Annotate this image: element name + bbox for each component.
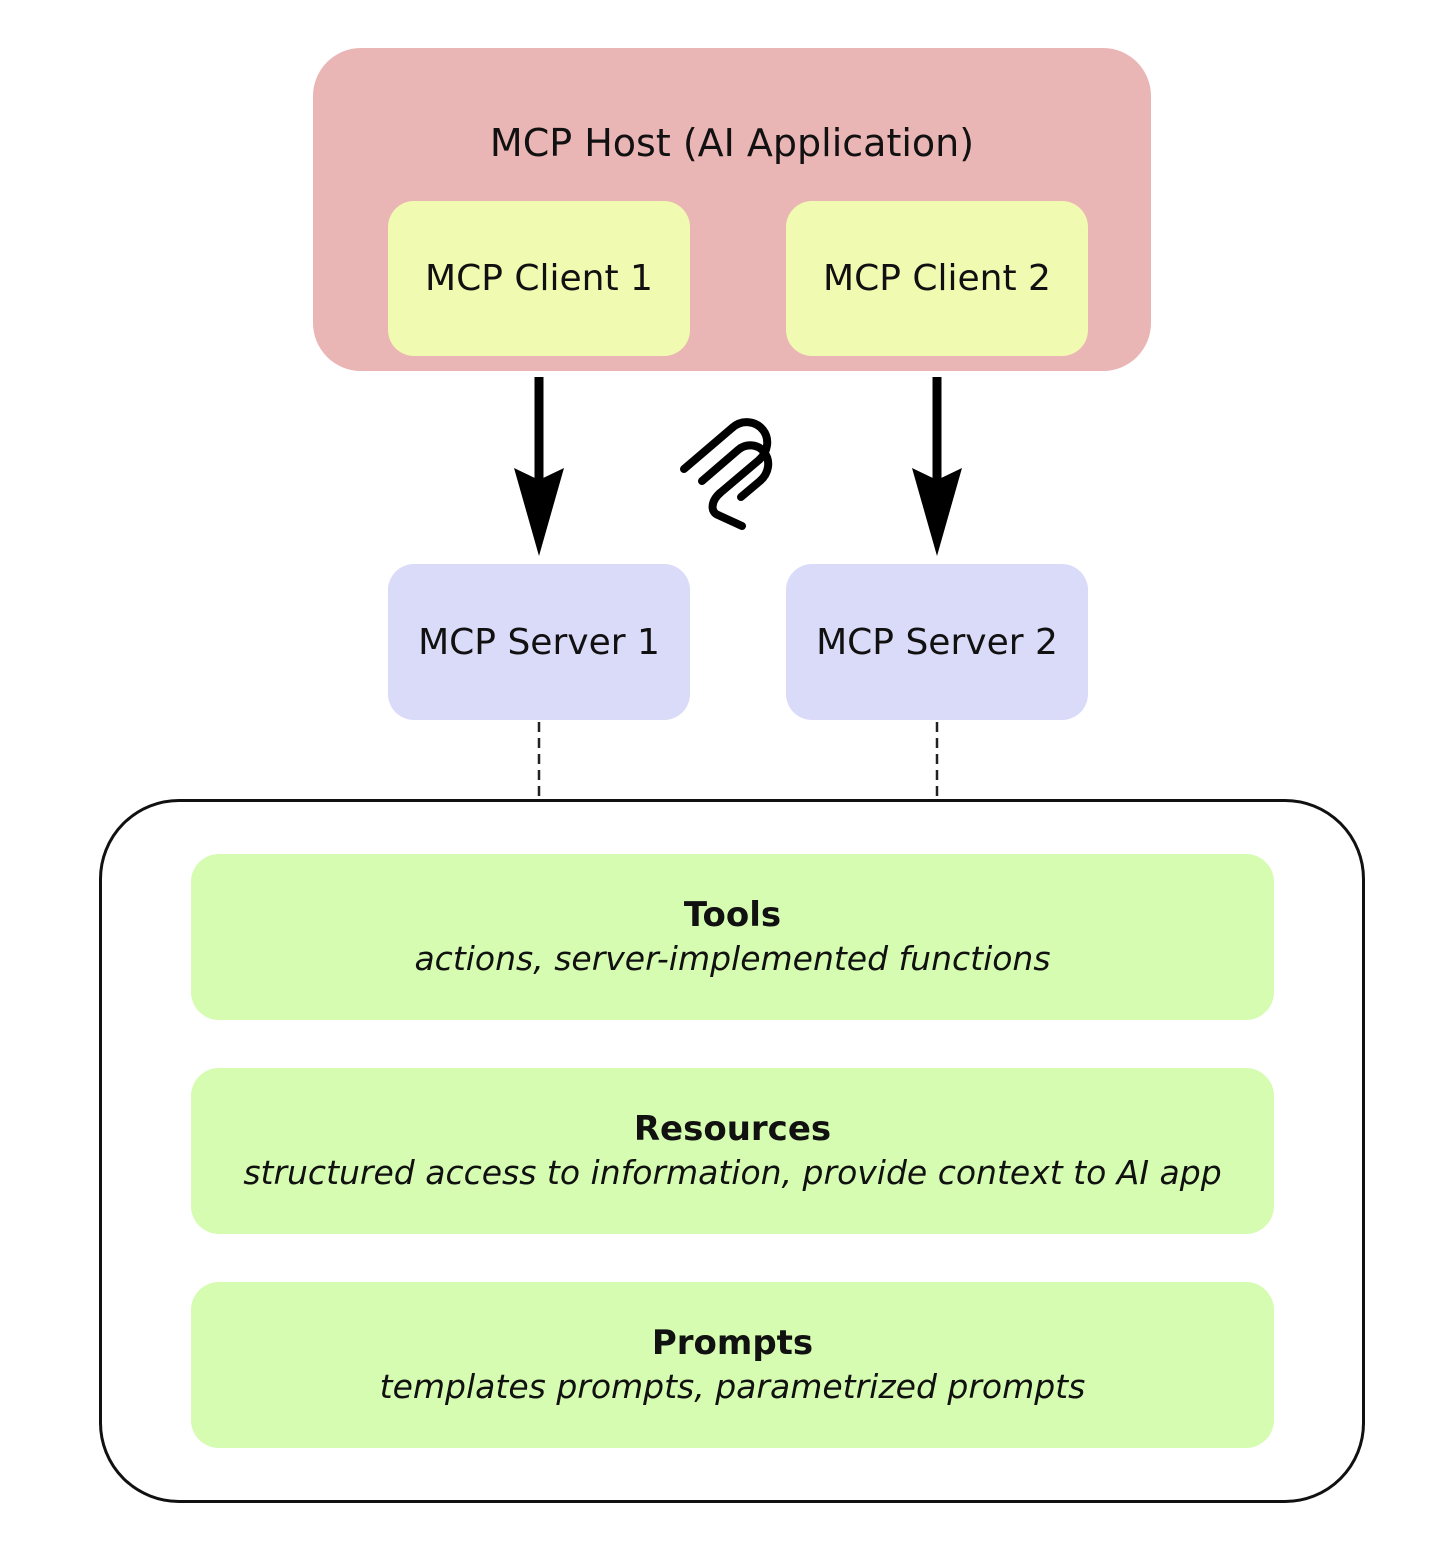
mcp-client-2-box: MCP Client 2 [786, 201, 1088, 356]
arrow-client1-to-server1 [514, 377, 564, 556]
capability-prompts-title: Prompts [651, 1323, 814, 1363]
mcp-server-2-box: MCP Server 2 [786, 564, 1088, 720]
capability-tools-description: actions, server-implemented functions [414, 939, 1051, 978]
capability-resources-description: structured access to information, provid… [243, 1153, 1222, 1192]
mcp-client-2-label: MCP Client 2 [823, 258, 1051, 299]
capability-prompts: Prompts templates prompts, parametrized … [191, 1282, 1274, 1448]
mcp-host-label: MCP Host (AI Application) [489, 121, 975, 165]
capability-resources: Resources structured access to informati… [191, 1068, 1274, 1234]
capability-prompts-description: templates prompts, parametrized prompts [379, 1367, 1086, 1406]
mcp-server-1-label: MCP Server 1 [418, 621, 660, 663]
capability-tools: Tools actions, server-implemented functi… [191, 854, 1274, 1020]
mcp-client-1-box: MCP Client 1 [388, 201, 690, 356]
capability-resources-title: Resources [633, 1109, 832, 1149]
mcp-server-1-box: MCP Server 1 [388, 564, 690, 720]
mcp-logo-icon [680, 418, 773, 530]
mcp-client-1-label: MCP Client 1 [425, 258, 653, 299]
mcp-server-2-label: MCP Server 2 [816, 621, 1058, 663]
capability-tools-title: Tools [683, 895, 782, 935]
arrow-client2-to-server2 [912, 377, 962, 556]
